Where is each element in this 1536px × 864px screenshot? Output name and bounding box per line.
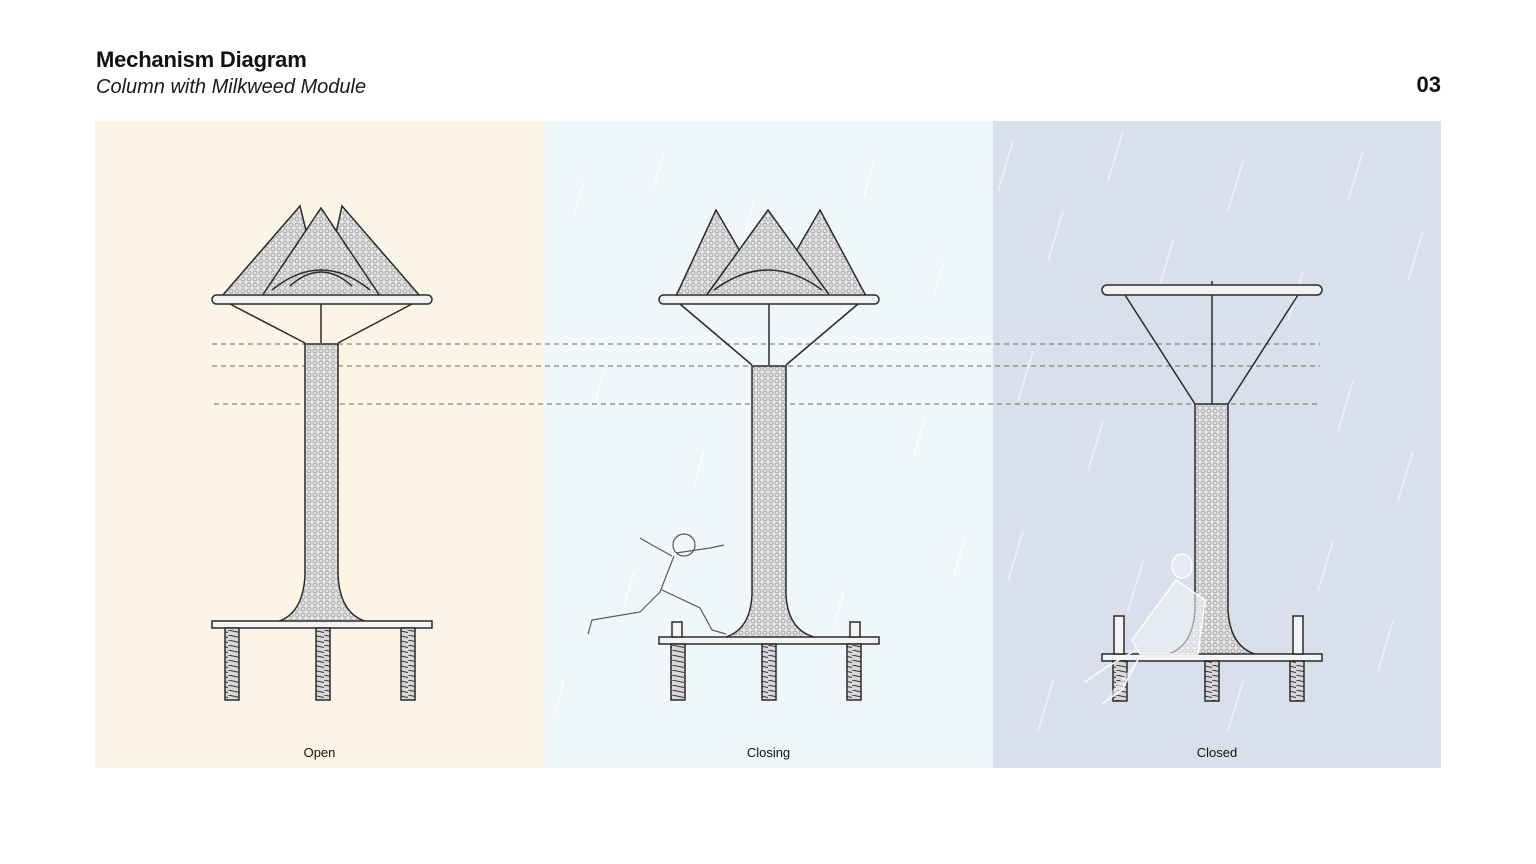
header: Mechanism Diagram Column with Milkweed M… [96,46,366,100]
base-plate-closing [658,636,880,645]
rain-texture [997,130,1424,732]
top-ring-open [211,294,433,305]
top-ring-closed [1101,284,1323,296]
seated-person-figure [1084,553,1206,705]
panel-label-closed: Closed [1196,745,1238,760]
column-closed [1101,281,1323,702]
column-closing [658,208,880,701]
child-figure [587,533,727,635]
page-subtitle: Column with Milkweed Module [96,76,367,98]
panel-label-open: Open [303,745,336,760]
panel-label-closing: Closing [746,745,791,760]
top-ring-closing [658,294,880,305]
stem-open [275,343,369,623]
rain-texture-light [553,150,965,717]
page-number: 03 [1416,72,1441,97]
page-title: Mechanism Diagram [96,47,307,72]
base-plate-open [211,620,433,629]
column-open [211,204,433,701]
base-plate-closed [1101,653,1323,662]
stem-closing [721,365,819,639]
